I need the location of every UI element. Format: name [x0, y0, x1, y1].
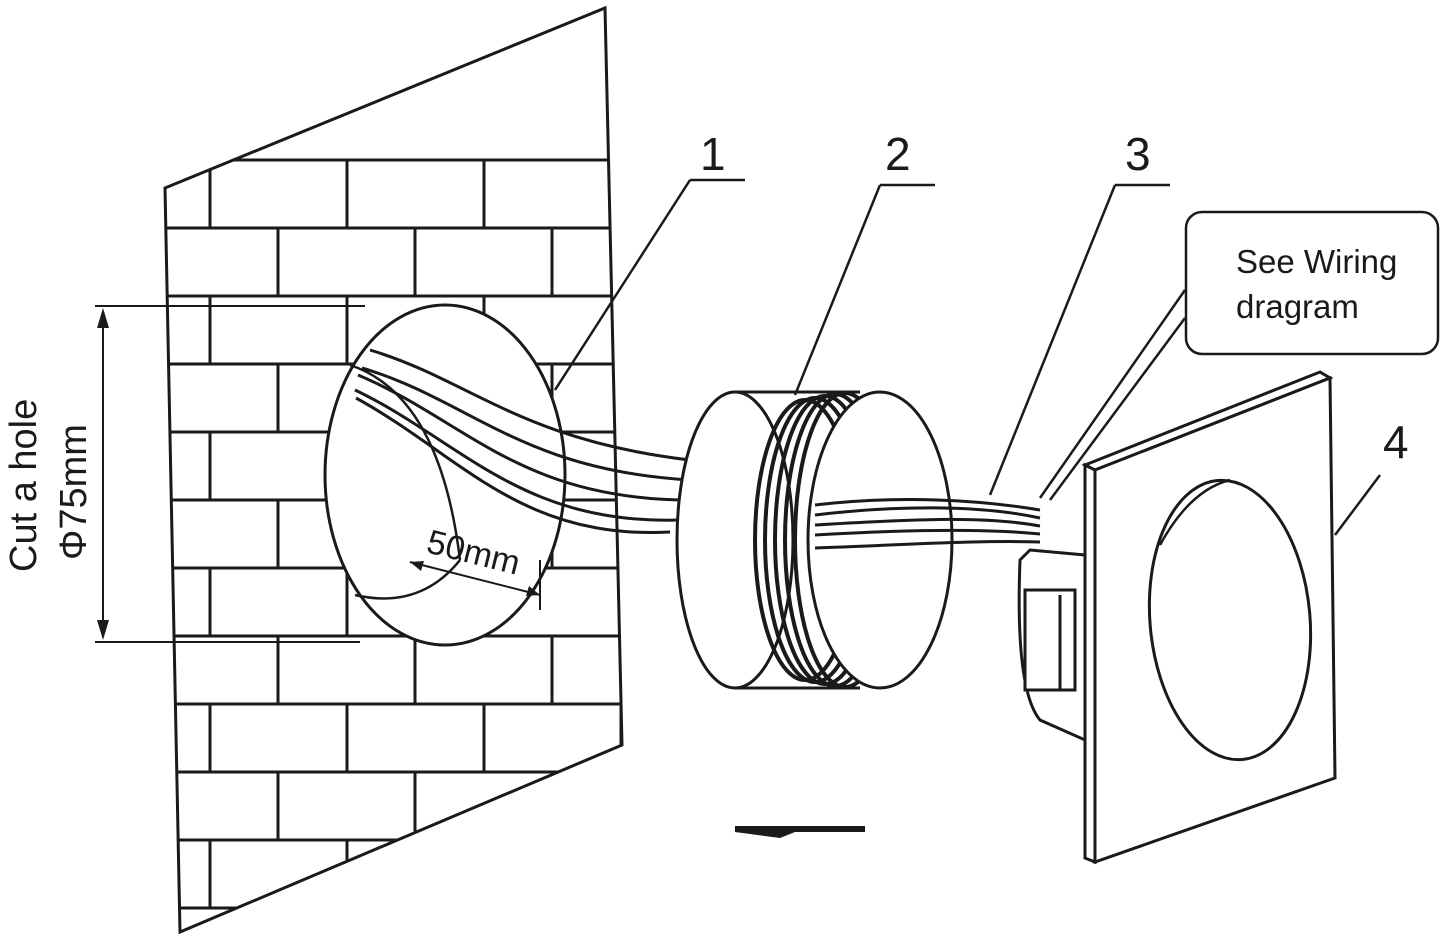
direction-arrow [735, 826, 865, 838]
hole-instruction-line-2: Φ75mm [53, 424, 95, 560]
mounting-box [675, 390, 954, 690]
hole-diameter-dimension: Cut a hole Φ75mm [3, 305, 365, 643]
callout-2: 2 [885, 128, 911, 180]
leader-lines [553, 178, 1381, 536]
callout-4: 4 [1383, 416, 1409, 468]
cable-bundle-right [814, 498, 1041, 550]
cable-bundle-left [354, 348, 691, 535]
callout-numbers: 1 2 3 4 [700, 128, 1409, 468]
wiring-note-line-2: dragram [1236, 288, 1359, 325]
wiring-note: See Wiring dragram [1184, 210, 1440, 356]
callout-3: 3 [1125, 128, 1151, 180]
wiring-note-line-1: See Wiring [1236, 243, 1397, 280]
light-fixture [1017, 370, 1337, 865]
hole-instruction-line-1: Cut a hole [3, 399, 45, 572]
callout-1: 1 [700, 128, 726, 180]
